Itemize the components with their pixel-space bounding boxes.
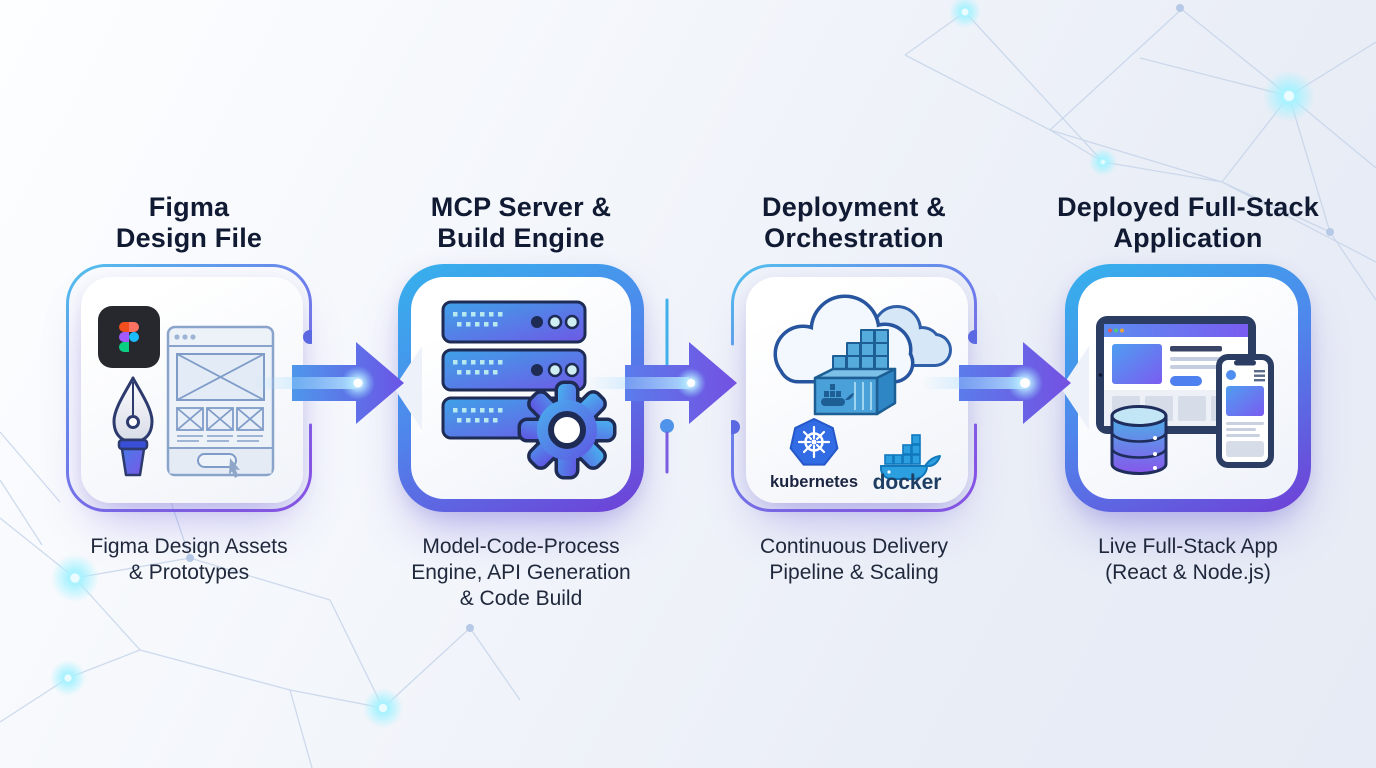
- cursor-icon: [229, 458, 240, 478]
- stage-title: Deployment & Orchestration: [675, 192, 1033, 254]
- stage-title: Figma Design File: [10, 192, 368, 254]
- caption-line: Live Full-Stack App: [1098, 535, 1278, 558]
- circuit-trace: [660, 298, 674, 474]
- docker-logo-icon: [879, 434, 941, 481]
- circuit-dot: [731, 420, 740, 434]
- stage-mcp-server-build-engine: MCP Server & Build Engine: [356, 0, 686, 768]
- stacked-crates: [832, 329, 889, 370]
- stage-deployed-application: Deployed Full-Stack Application: [1023, 0, 1353, 768]
- server-illustration: [441, 300, 621, 488]
- kubernetes-label: kubernetes: [770, 473, 858, 490]
- title-line: Figma: [148, 192, 230, 222]
- caption-line: Figma Design Assets: [90, 535, 288, 558]
- mesh-glow-dots: [50, 0, 1315, 728]
- caption-line: (React & Node.js): [1105, 561, 1271, 584]
- figma-illustration: [98, 306, 275, 478]
- stage-caption: Continuous Delivery Pipeline & Scaling: [669, 534, 1039, 586]
- stage-caption: Figma Design Assets & Prototypes: [4, 534, 374, 586]
- circuit-dot: [303, 330, 312, 344]
- gear-icon: [521, 384, 613, 476]
- stage-card: kubernetes docker: [746, 277, 968, 503]
- stage-box: [1061, 264, 1311, 512]
- flow-arrow-2: [587, 342, 737, 424]
- title-line: Deployment &: [762, 192, 946, 222]
- circuit-dot: [660, 419, 674, 433]
- flow-arrow-3: [921, 342, 1071, 424]
- phone-app-icon: [1216, 354, 1274, 468]
- circuit-dot: [968, 330, 977, 344]
- whale-mark: [821, 384, 854, 406]
- caption-line: Pipeline & Scaling: [769, 561, 939, 584]
- pen-nib-icon: [112, 376, 154, 477]
- caption-line: Continuous Delivery: [760, 535, 948, 558]
- caption-line: Model-Code-Process: [422, 535, 620, 558]
- app-illustration: [1096, 316, 1274, 475]
- stage-caption: Live Full-Stack App (React & Node.js): [1003, 534, 1373, 586]
- caption-line: & Code Build: [459, 587, 583, 610]
- docker-label: docker: [873, 471, 942, 490]
- shipping-container-icon: [813, 329, 897, 416]
- deployment-illustration: kubernetes docker: [770, 290, 957, 490]
- stage-caption: Model-Code-Process Engine, API Generatio…: [336, 534, 706, 612]
- light-beam: [921, 377, 1027, 389]
- caption-line: Engine, API Generation: [411, 561, 631, 584]
- gradient-border-frame: [1065, 264, 1311, 512]
- title-line: Application: [1113, 223, 1263, 253]
- gradient-outline-frame: [731, 264, 977, 512]
- stage-title: MCP Server & Build Engine: [342, 192, 700, 254]
- light-beam: [254, 377, 360, 389]
- stage-box: [394, 264, 644, 512]
- title-line: MCP Server &: [430, 192, 612, 222]
- caption-line: & Prototypes: [128, 561, 250, 584]
- stage-card: [81, 277, 303, 503]
- title-line: Deployed Full-Stack: [1057, 192, 1319, 222]
- gradient-outline-frame: [66, 264, 312, 512]
- title-line: Design File: [115, 223, 263, 253]
- gradient-border-frame: [398, 264, 644, 512]
- stage-box: [66, 264, 312, 512]
- stage-deployment-orchestration: Deployment & Orchestration: [689, 0, 1019, 768]
- figma-logo-icon: [98, 306, 160, 368]
- title-line: Build Engine: [437, 223, 605, 253]
- stage-figma-design-file: Figma Design File: [24, 0, 354, 768]
- flow-arrow-1: [254, 342, 404, 424]
- title-line: Orchestration: [764, 223, 944, 253]
- stage-title: Deployed Full-Stack Application: [1009, 192, 1367, 254]
- database-icon: [1110, 405, 1168, 475]
- wireframe-window-icon: [166, 325, 275, 478]
- light-beam: [587, 377, 693, 389]
- stage-box: kubernetes docker: [731, 264, 977, 512]
- kubernetes-logo-icon: [789, 418, 839, 466]
